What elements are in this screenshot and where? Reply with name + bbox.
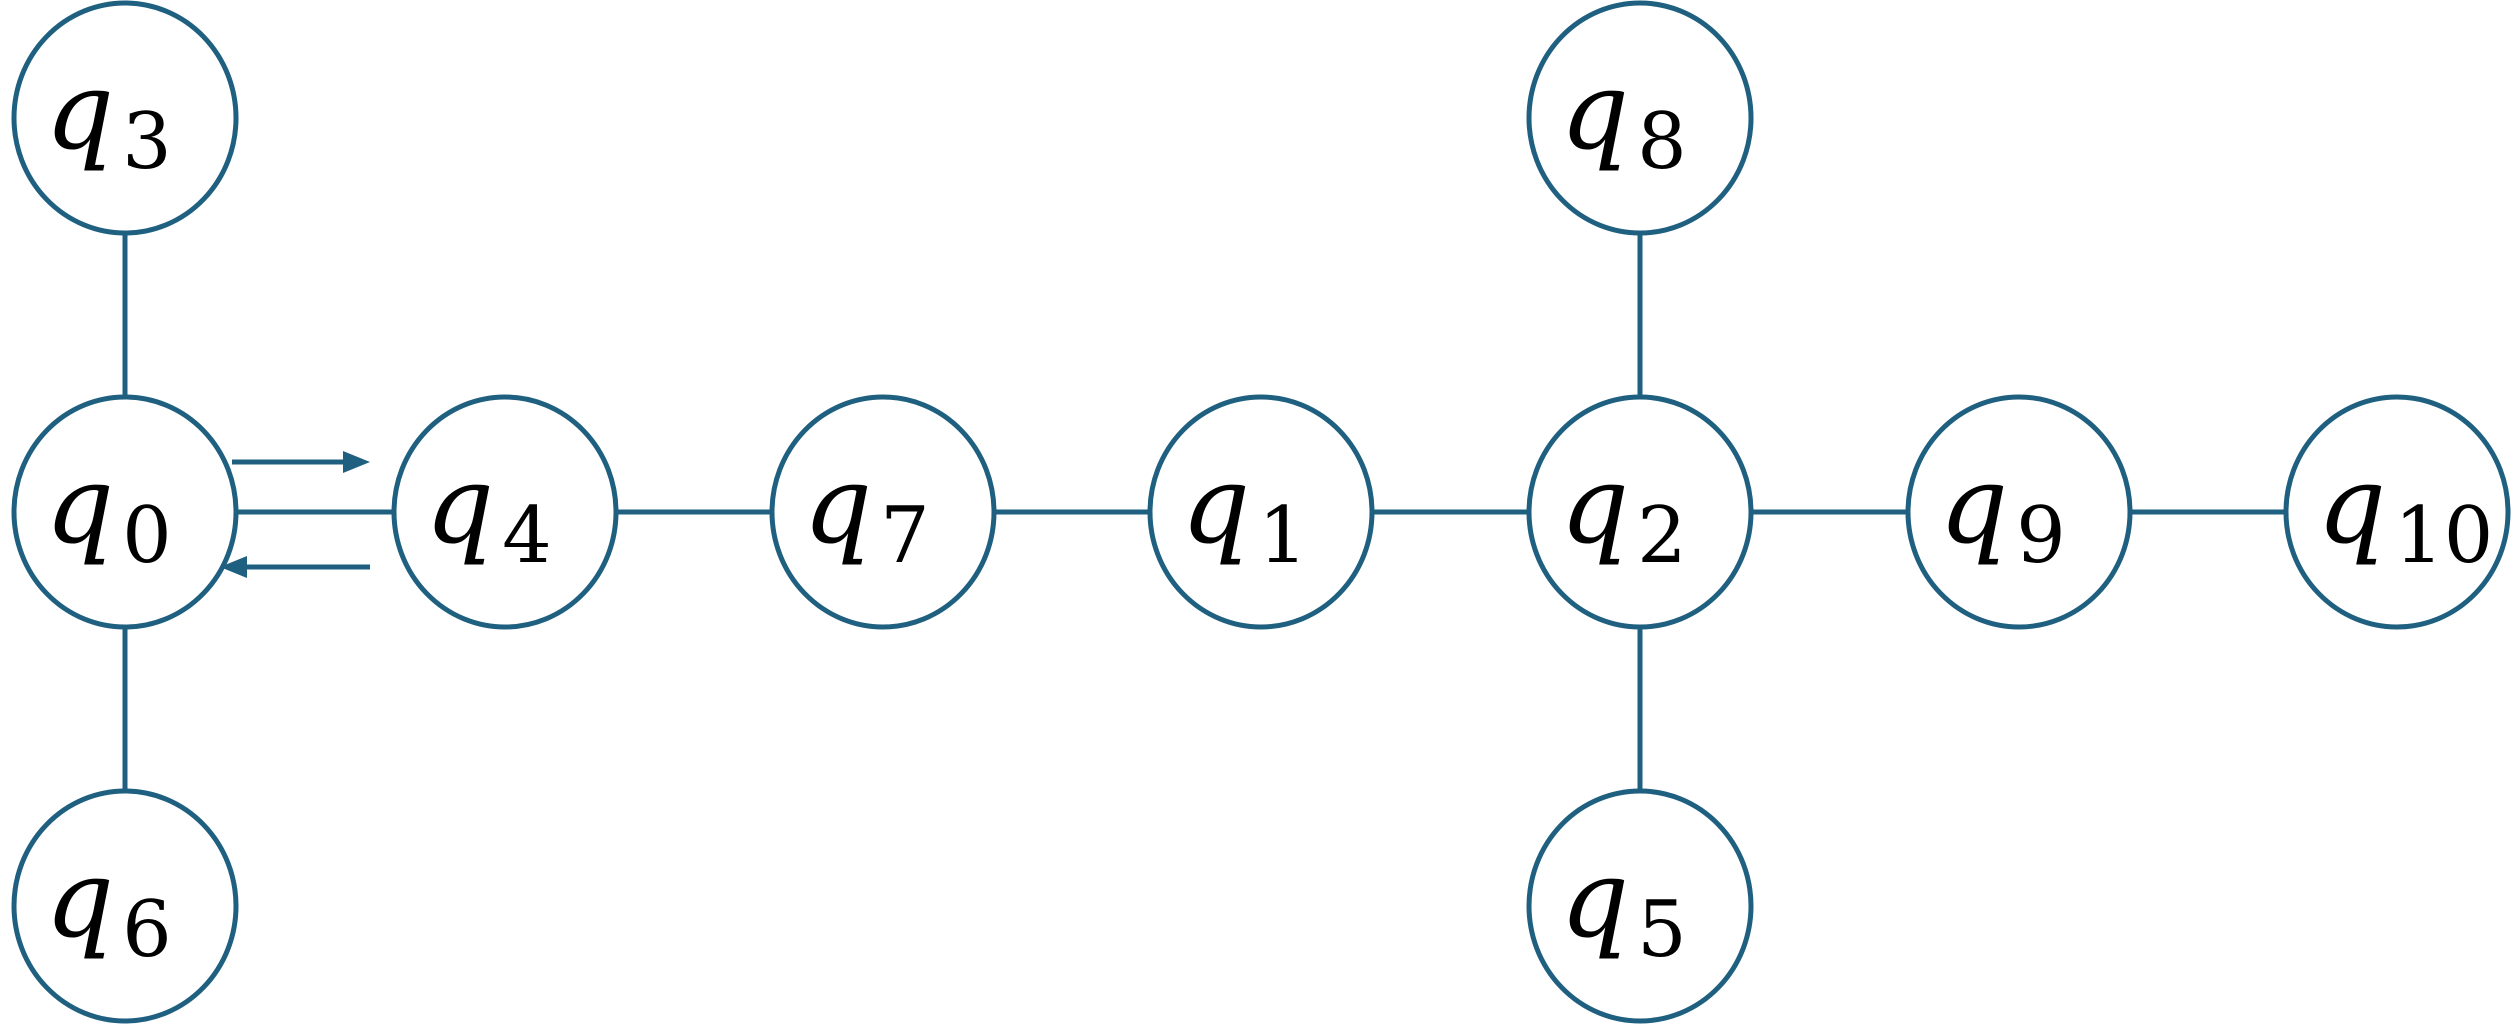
arrowhead xyxy=(343,451,370,473)
qubit-letter: q xyxy=(45,49,114,174)
qubit-letter: q xyxy=(425,443,494,568)
qubit-subscript: 10 xyxy=(2394,491,2493,581)
qubit-circle xyxy=(769,394,997,630)
qubit-circle xyxy=(391,394,619,630)
qubit-circle xyxy=(1526,788,1754,1024)
qubit-letter: q xyxy=(45,443,114,568)
qubit-letter: q xyxy=(1181,443,1250,568)
qubit-subscript: 1 xyxy=(1258,491,1308,581)
qubit-letter: q xyxy=(1560,49,1629,174)
qubit-circle xyxy=(11,394,239,630)
qubit-circle xyxy=(1147,394,1375,630)
qubit-circle xyxy=(1526,0,1754,236)
qubit-letter: q xyxy=(803,443,872,568)
arrow-q0-to-q4 xyxy=(232,451,370,473)
qubit-subscript: 7 xyxy=(880,491,930,581)
qubit-letter: q xyxy=(2317,443,2386,568)
qubit-letter: q xyxy=(1939,443,2008,568)
qubit-subscript: 8 xyxy=(1637,97,1687,187)
qubit-subscript: 2 xyxy=(1637,491,1687,581)
qubit-letter: q xyxy=(1560,443,1629,568)
qubit-circle xyxy=(11,788,239,1024)
qubit-subscript: 5 xyxy=(1637,885,1687,975)
arrow-q4-to-q0 xyxy=(220,556,370,578)
qubit-subscript: 0 xyxy=(122,491,172,581)
qubit-subscript: 4 xyxy=(502,491,552,581)
arrowhead xyxy=(220,556,247,578)
qubit-letter: q xyxy=(45,837,114,962)
qubit-subscript: 6 xyxy=(122,885,172,975)
qubit-circle xyxy=(2283,394,2511,630)
qubit-circle xyxy=(1905,394,2133,630)
qubit-subscript: 3 xyxy=(122,97,172,187)
qubit-circle xyxy=(11,0,239,236)
qubit-letter: q xyxy=(1560,837,1629,962)
qubit-subscript: 9 xyxy=(2016,491,2066,581)
qubit-circle xyxy=(1526,394,1754,630)
swap-arrows-layer xyxy=(220,451,370,578)
edges-layer xyxy=(122,233,2286,791)
